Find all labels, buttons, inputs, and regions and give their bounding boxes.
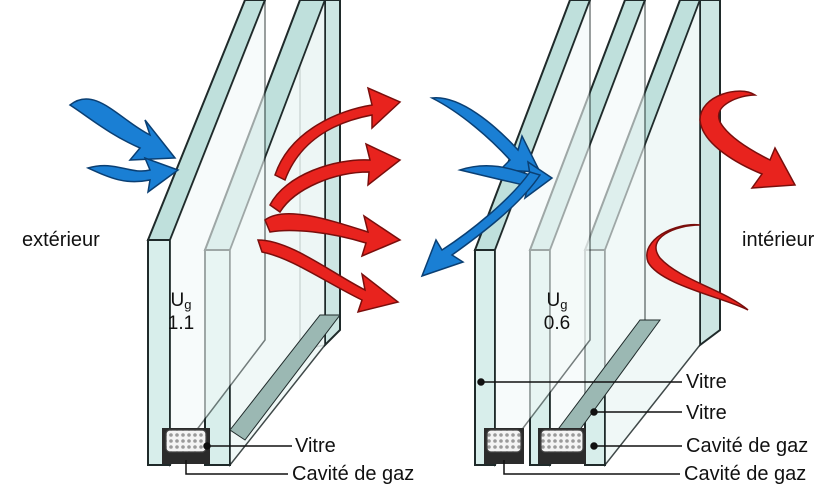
double-callout-vitre: Vitre	[295, 435, 336, 457]
double-pane-outer	[146, 0, 267, 468]
triple-callout-cavite-1: Cavité de gaz	[686, 435, 809, 457]
triple-u-number: 0.6	[543, 312, 571, 334]
desiccant-spacer-icon	[538, 428, 586, 464]
triple-callout-vitre-2: Vitre	[686, 402, 727, 424]
exterior-label: extérieur	[22, 229, 100, 251]
triple-glazing-unit	[473, 0, 721, 468]
triple-u-value: Ug 0.6	[537, 290, 577, 335]
cold-air-arrow-icon	[68, 98, 180, 194]
desiccant-spacer-icon	[162, 428, 210, 464]
double-u-number: 1.1	[167, 312, 195, 334]
cold-air-arrow-icon	[420, 97, 554, 278]
triple-callout-cavite-2: Cavité de gaz	[684, 463, 807, 485]
triple-pane-1	[473, 0, 592, 468]
callout-leaders	[185, 378, 682, 475]
interior-label: intérieur	[742, 229, 815, 251]
double-glazing-unit	[146, 0, 342, 468]
desiccant-spacer-icon	[484, 428, 524, 464]
double-callout-cavite: Cavité de gaz	[292, 463, 415, 485]
double-u-subscript: g	[184, 297, 192, 312]
triple-u-subscript: g	[560, 297, 568, 312]
double-u-symbol: U	[170, 290, 185, 311]
heat-arrow-icon	[646, 90, 797, 311]
triple-callout-vitre-1: Vitre	[686, 371, 727, 393]
heat-arrow-icon	[256, 86, 402, 314]
triple-u-symbol: U	[546, 290, 561, 311]
double-u-value: Ug 1.1	[161, 290, 201, 335]
